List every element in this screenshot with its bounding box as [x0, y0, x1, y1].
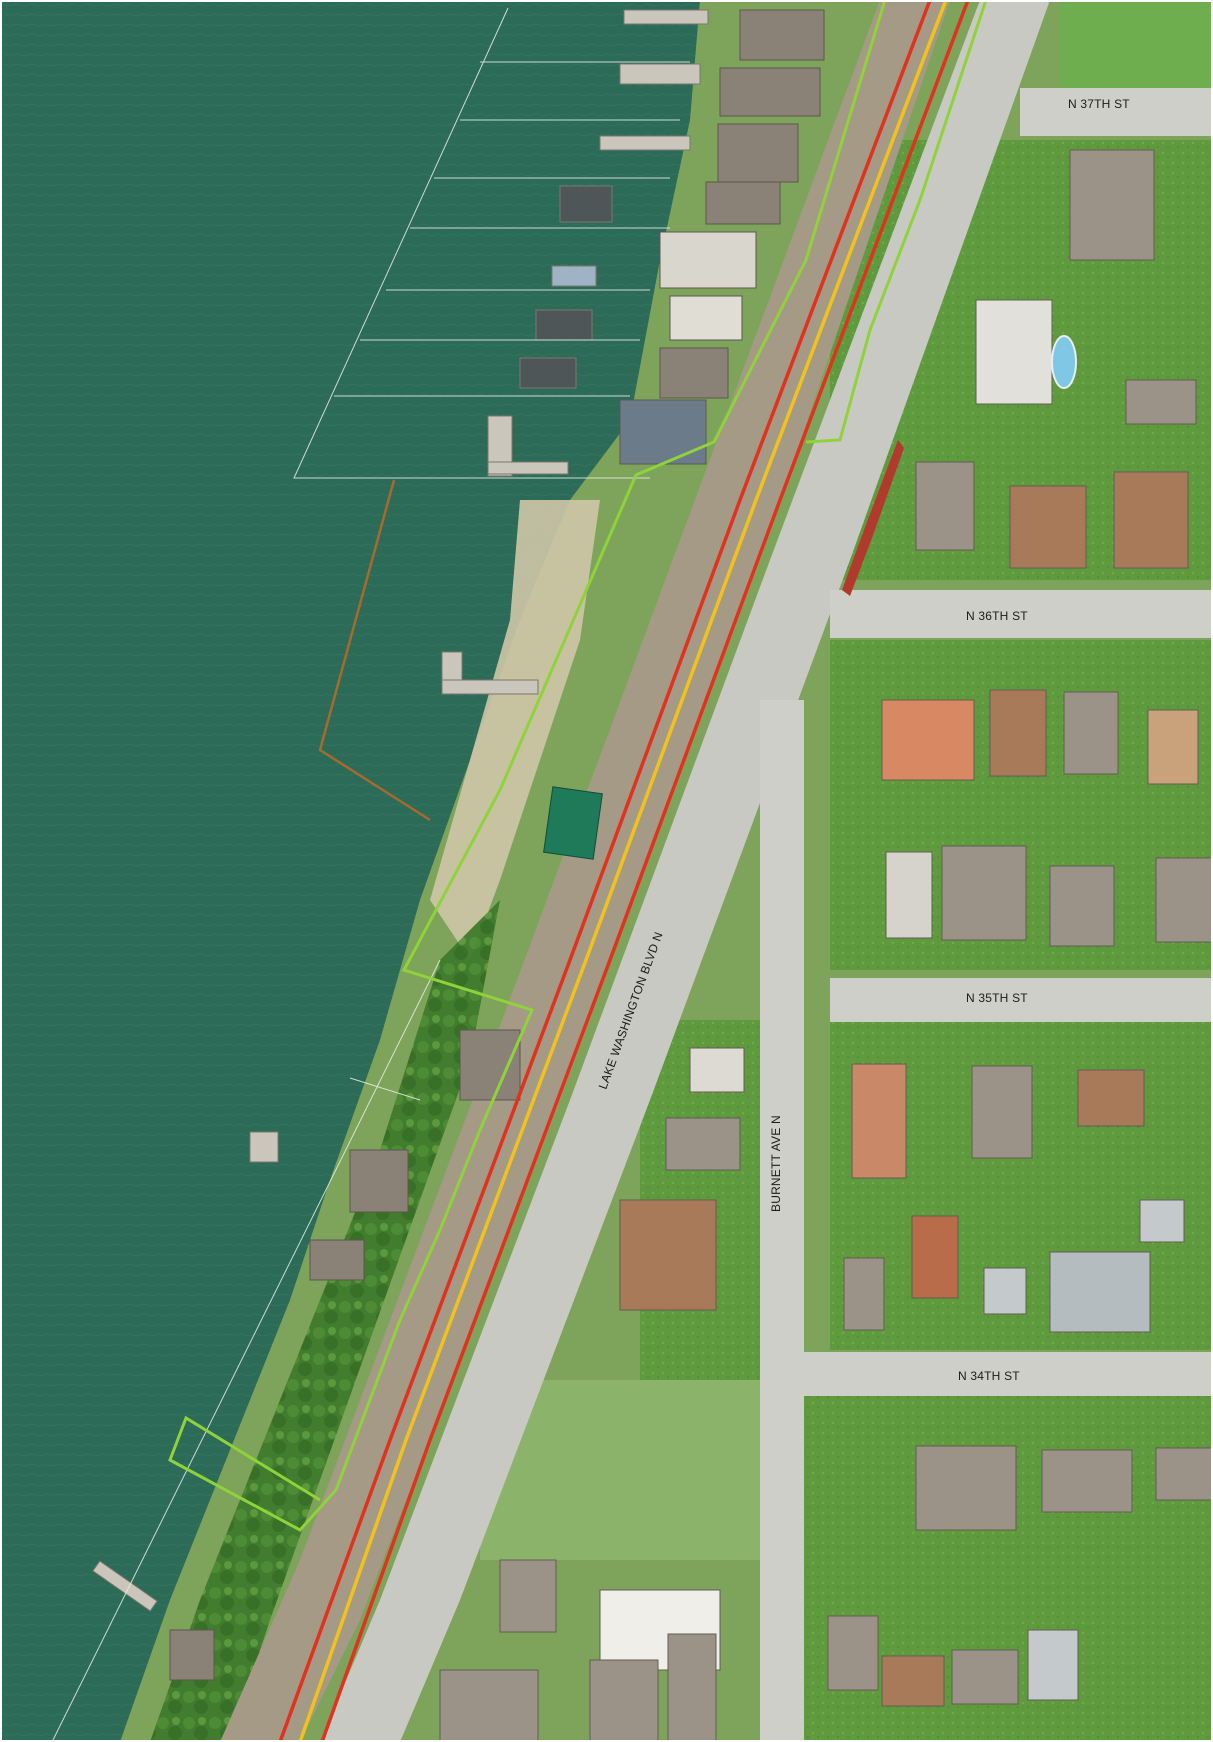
- docks: [92, 9, 709, 1612]
- shore-trees: [150, 900, 500, 1742]
- lake-washington-blvd: [320, 0, 1050, 1742]
- red-hedge: [842, 440, 904, 596]
- street-n36: [830, 590, 1213, 638]
- shore-beach: [430, 500, 600, 960]
- alignment-red-east: [320, 0, 970, 1742]
- street-n34: [780, 1352, 1213, 1396]
- site-boundary-north: [805, 0, 988, 444]
- label-n36: N 36TH ST: [966, 609, 1028, 623]
- rail-corridor: [220, 0, 950, 1742]
- label-burnett: BURNETT AVE N: [769, 1115, 783, 1212]
- label-n37: N 37TH ST: [1068, 97, 1130, 111]
- label-n34: N 34TH ST: [958, 1369, 1020, 1383]
- street-n35: [830, 978, 1213, 1022]
- upland-houses: [439, 149, 1213, 1742]
- lake-water: [0, 0, 700, 1742]
- lakefront-houses: [169, 9, 825, 1681]
- site-boundary: [168, 0, 887, 1532]
- lawn-patch: [1060, 0, 1213, 90]
- green-roof-building: [543, 786, 603, 860]
- label-n35: N 35TH ST: [966, 991, 1028, 1005]
- street-burnett: [760, 700, 804, 1742]
- parcel-lines: [51, 7, 690, 1742]
- swimming-pool: [1051, 335, 1077, 389]
- alignment-yellow: [298, 0, 948, 1742]
- alignment-red-west: [278, 0, 932, 1742]
- swim-boundary: [318, 479, 431, 822]
- street-n37: [1020, 88, 1213, 136]
